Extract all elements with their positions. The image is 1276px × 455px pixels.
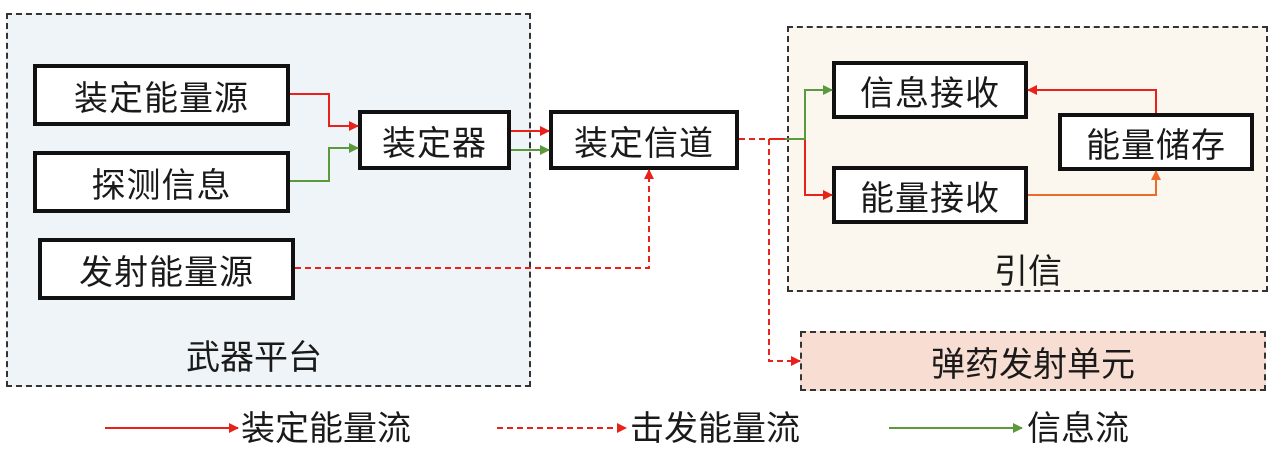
- flow-channel-to-info-receive: [785, 85, 833, 140]
- setting-channel-box: 装定信道: [549, 110, 739, 170]
- flow-setting-energy-to-setter: [290, 93, 359, 131]
- energy-storage-label: 能量储存: [1086, 125, 1226, 166]
- energy-receive-label: 能量接收: [860, 178, 1000, 219]
- setter-label: 装定器: [382, 123, 487, 164]
- detection-info-label: 探测信息: [91, 165, 232, 206]
- weapon-platform-title: 武器平台: [186, 338, 322, 378]
- flow-detection-info-to-setter: [290, 143, 359, 182]
- flow-launch-energy-to-channel: [295, 169, 654, 269]
- setting-channel-label: 装定信道: [574, 123, 714, 164]
- detection-info-box: 探测信息: [33, 151, 290, 213]
- flow-energy-receive-to-storage: [1028, 170, 1161, 196]
- launch-energy-source-box: 发射能量源: [38, 238, 295, 300]
- flow-channel-to-energy-receive: [769, 138, 833, 200]
- legend-setting-energy-label: 装定能量流: [241, 409, 411, 449]
- legend-info-flow-label: 信息流: [1027, 409, 1129, 449]
- energy-storage-box: 能量储存: [1058, 113, 1254, 171]
- setting-energy-source-label: 装定能量源: [74, 78, 249, 119]
- fuze-title: 引信: [994, 252, 1062, 292]
- info-receive-box: 信息接收: [832, 61, 1028, 119]
- info-receive-label: 信息接收: [860, 73, 1000, 114]
- flow-channel-to-ammo-unit: [768, 139, 801, 366]
- legend-firing-energy-label: 击发能量流: [630, 409, 800, 449]
- setter-box: 装定器: [358, 110, 511, 170]
- launch-energy-source-label: 发射能量源: [79, 252, 254, 293]
- setting-energy-source-box: 装定能量源: [33, 64, 290, 126]
- energy-receive-box: 能量接收: [832, 166, 1028, 224]
- ammo-launch-unit: 弹药发射单元: [800, 331, 1266, 391]
- ammo-launch-unit-label: 弹药发射单元: [931, 344, 1135, 385]
- flow-storage-to-info-receive: [1027, 85, 1157, 113]
